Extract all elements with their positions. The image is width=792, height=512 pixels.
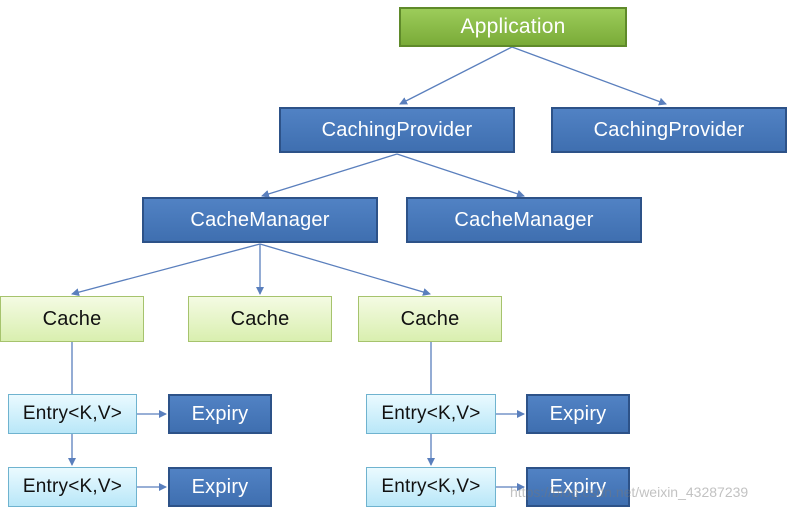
cache-manager-node: CacheManager — [142, 197, 378, 243]
expiry-node: Expiry — [526, 394, 630, 434]
connector-manager-to-cache-3 — [259, 243, 431, 296]
expiry-node: Expiry — [526, 467, 630, 507]
connector-application-to-provider-1 — [399, 46, 513, 105]
connector-provider-to-manager-1 — [261, 153, 398, 198]
cache-manager-node: CacheManager — [406, 197, 642, 243]
connector-manager-to-cache-1 — [71, 243, 261, 297]
expiry-node: Expiry — [168, 394, 272, 434]
connector-provider-to-manager-2 — [396, 153, 525, 198]
cache-node: Cache — [358, 296, 502, 342]
cache-node: Cache — [0, 296, 144, 342]
watermark-text: https://blog.csdn.net/weixin_43287239 — [510, 484, 749, 500]
entry-node: Entry<K,V> — [8, 394, 137, 434]
entry-node: Entry<K,V> — [366, 394, 496, 434]
cache-node: Cache — [188, 296, 332, 342]
entry-node: Entry<K,V> — [366, 467, 496, 507]
caching-provider-node: CachingProvider — [279, 107, 515, 153]
connector-application-to-provider-2 — [511, 46, 667, 106]
entry-node: Entry<K,V> — [8, 467, 137, 507]
caching-provider-node: CachingProvider — [551, 107, 787, 153]
expiry-node: Expiry — [168, 467, 272, 507]
application-node: Application — [399, 7, 627, 47]
